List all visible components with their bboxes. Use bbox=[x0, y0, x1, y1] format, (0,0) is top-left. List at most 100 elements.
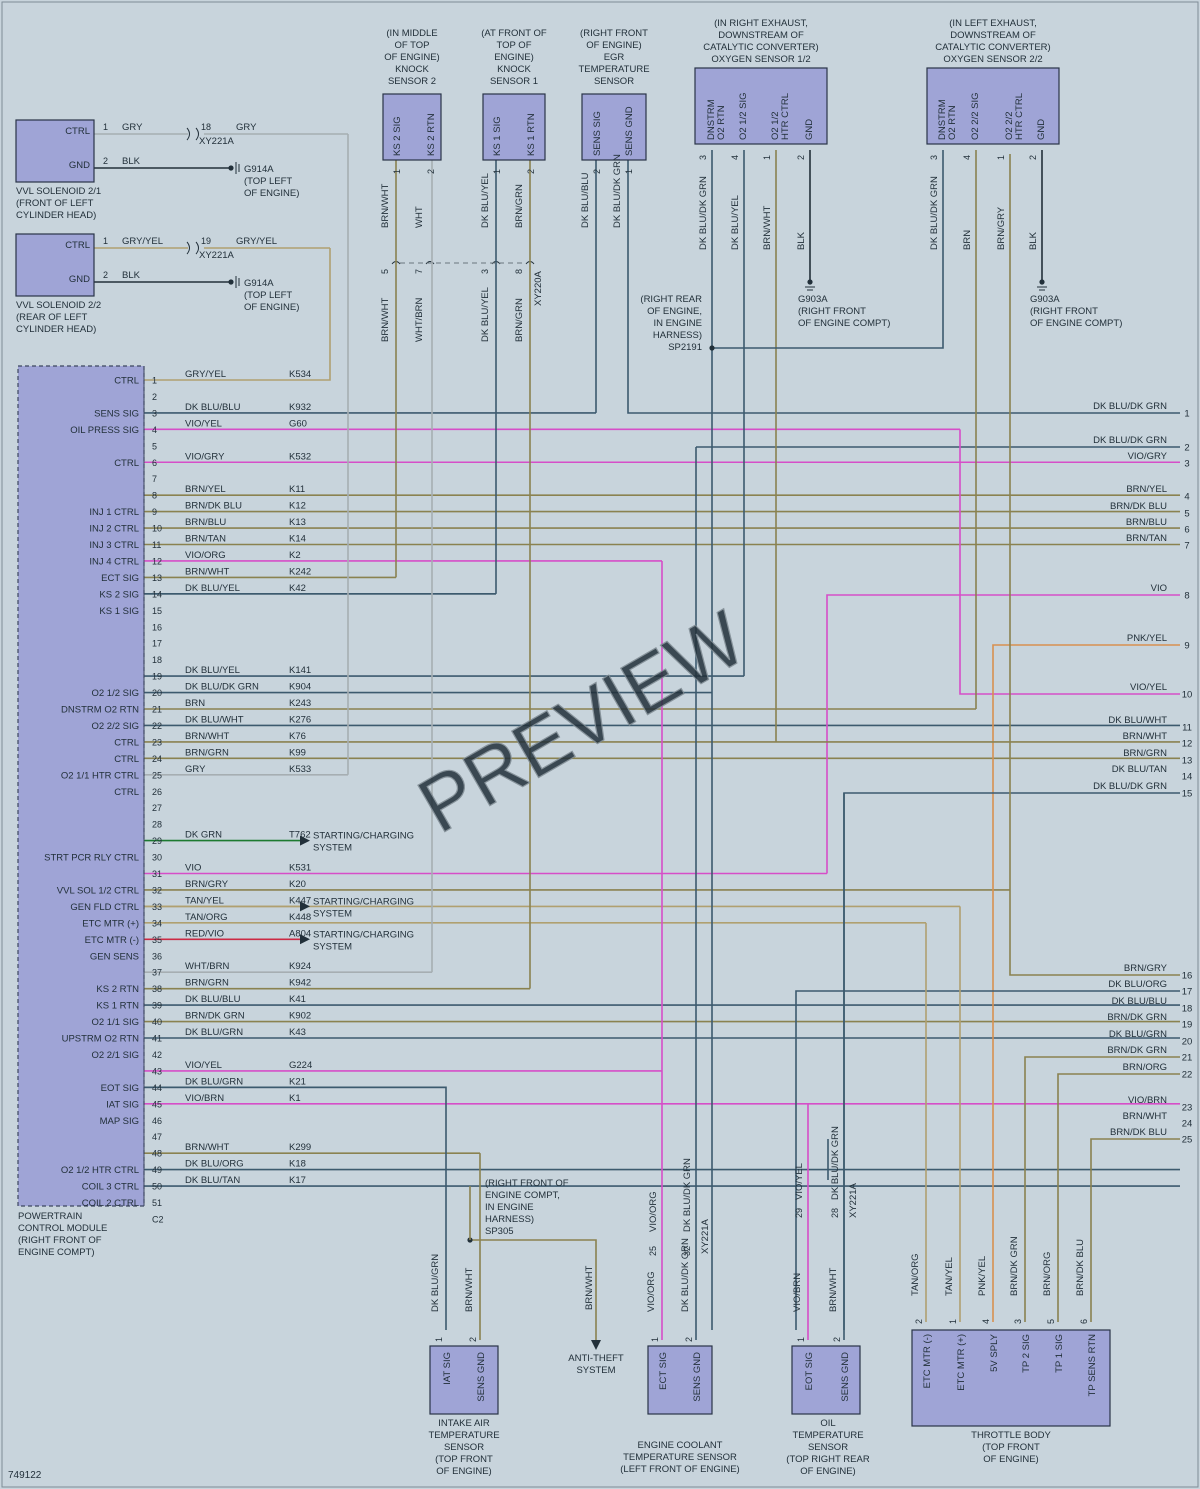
right-wire-color: BRN/DK BLU bbox=[1110, 1127, 1167, 1138]
right-wire-color: DK BLU/BLU bbox=[1112, 996, 1168, 1007]
throttle-pin-function: TP 2 SIG bbox=[1021, 1334, 1032, 1373]
vvl2-conn-pin: 19 bbox=[201, 236, 211, 246]
pcm-wire-color: DK BLU/TAN bbox=[185, 1175, 240, 1186]
pcm-pin-function: STRT PCR RLY CTRL bbox=[44, 853, 139, 864]
pcm-circuit-id: K1 bbox=[289, 1093, 301, 1104]
pcm-pin-function: DNSTRM O2 RTN bbox=[61, 705, 139, 716]
pcm-wire-color: RED/VIO bbox=[185, 928, 224, 939]
pcm-pin-number: 38 bbox=[152, 984, 162, 994]
o2-12-wire-color: BRN/WHT bbox=[762, 205, 773, 250]
pcm-connector-id: C2 bbox=[152, 1214, 164, 1224]
ect-name: (LEFT FRONT OF ENGINE) bbox=[620, 1464, 739, 1475]
o2-12-wire-color: DK BLU/YEL bbox=[730, 195, 741, 250]
vvl2-to-pcm bbox=[144, 248, 331, 381]
pcm-circuit-id: G224 bbox=[289, 1060, 312, 1071]
right-wire-color: DK BLU/DK GRN bbox=[1093, 435, 1167, 446]
o2-12-ground-label: G903A bbox=[798, 294, 828, 305]
egr-name: SENSOR bbox=[594, 76, 634, 87]
sp305-label: ENGINE COMPT, bbox=[485, 1190, 560, 1201]
o2-22-ground-dot bbox=[1039, 279, 1045, 285]
ks1-pin-function: KS 1 SIG bbox=[492, 116, 503, 156]
ks-connector-pin: 5 bbox=[380, 269, 390, 274]
pcm-pin-function: INJ 2 CTRL bbox=[89, 524, 139, 535]
iat-pin-number: 2 bbox=[468, 1337, 478, 1342]
right-connector-pin: 5 bbox=[1184, 509, 1189, 520]
pcm-pin-number: 33 bbox=[152, 902, 162, 912]
throttle-pin-number: 2 bbox=[914, 1319, 924, 1324]
pcm-wire-color: DK BLU/BLU bbox=[185, 994, 241, 1005]
vvl1-pin-number: 2 bbox=[103, 156, 108, 166]
vvl2-ground-dot bbox=[228, 279, 234, 285]
pcm-pin-function: O2 2/2 SIG bbox=[91, 721, 139, 732]
pcm-pin-function: INJ 3 CTRL bbox=[89, 540, 139, 551]
pcm-wire-color: VIO bbox=[185, 863, 201, 874]
pcm-circuit-id: K534 bbox=[289, 369, 311, 380]
right-connector-pin: 19 bbox=[1182, 1020, 1193, 1031]
ect-conn-pin: 32 bbox=[682, 1246, 692, 1256]
vvl1-name: CYLINDER HEAD) bbox=[16, 210, 96, 221]
vvl2-box bbox=[15, 233, 95, 297]
pcm-wire-color: BRN/WHT bbox=[185, 566, 230, 577]
pcm-wire-color: DK BLU/YEL bbox=[185, 665, 240, 676]
pcm-circuit-id: K942 bbox=[289, 978, 311, 989]
right-wire-color: DK BLU/ORG bbox=[1108, 979, 1167, 990]
vvl2-pin-function: CTRL bbox=[65, 240, 90, 251]
vvl1-conn-color: GRY bbox=[236, 122, 257, 133]
right-connector-pin: 2 bbox=[1184, 443, 1189, 454]
pcm-circuit-id: K299 bbox=[289, 1142, 311, 1153]
pcm-pin-number: 32 bbox=[152, 885, 162, 895]
pcm-pin-number: 40 bbox=[152, 1017, 162, 1027]
right-connector-pin: 21 bbox=[1182, 1053, 1193, 1064]
egr-pin-function: SENS SIG bbox=[592, 111, 603, 156]
anti-theft-label: ANTI-THEFT bbox=[568, 1353, 624, 1364]
ks1-wire-color: DK BLU/YEL bbox=[480, 173, 491, 228]
pcm-pin-number: 23 bbox=[152, 737, 162, 747]
sp2191-label: SP2191 bbox=[668, 342, 702, 353]
pcm-pin-function: VVL SOL 1/2 CTRL bbox=[57, 885, 139, 896]
right-connector-pin: 16 bbox=[1182, 971, 1193, 982]
o2-12-ground-dot bbox=[807, 279, 813, 285]
pcm-wire-color: VIO/YEL bbox=[185, 1060, 222, 1071]
o2-22-pin-function: O2 RTN bbox=[947, 105, 958, 140]
eot-upper-wire-color: DK BLU/DK GRN bbox=[830, 1126, 841, 1200]
ks-lower-wire-color: WHT/BRN bbox=[414, 298, 425, 342]
pcm-pin-function: INJ 4 CTRL bbox=[89, 556, 139, 567]
egr-name: OF ENGINE) bbox=[586, 40, 641, 51]
ks2-name: (IN MIDDLE bbox=[386, 28, 437, 39]
pcm-pin-function: KS 1 RTN bbox=[96, 1001, 139, 1012]
wire-right-17 bbox=[795, 990, 1180, 1330]
throttle-pin-number: 1 bbox=[948, 1319, 958, 1324]
right-connector-pin: 23 bbox=[1182, 1103, 1193, 1114]
o2-22-ground-label: G903A bbox=[1030, 294, 1060, 305]
pcm-wire-color: GRY/YEL bbox=[185, 369, 226, 380]
vvl2-wire-color: GRY/YEL bbox=[122, 236, 163, 247]
starting-charging-3-arrow bbox=[300, 934, 310, 945]
right-connector-pin: 25 bbox=[1182, 1135, 1193, 1146]
pcm-circuit-id: K43 bbox=[289, 1027, 306, 1038]
right-wire-color: VIO/GRY bbox=[1128, 451, 1168, 462]
ks2-name: OF TOP bbox=[394, 40, 429, 51]
eot-conn-pin: 28 bbox=[830, 1208, 840, 1218]
ks2-wire-color: WHT bbox=[414, 206, 425, 228]
eot-pin-function: EOT SIG bbox=[804, 1352, 815, 1390]
anti-theft-wire bbox=[470, 1239, 597, 1340]
ks1-name: (AT FRONT OF bbox=[481, 28, 547, 39]
throttle-pin-number: 6 bbox=[1079, 1319, 1089, 1324]
vvl1-connector bbox=[186, 127, 199, 141]
pcm-circuit-id: K11 bbox=[289, 484, 305, 495]
pcm-wire-color: DK BLU/YEL bbox=[185, 583, 240, 594]
pcm-pin-number: 44 bbox=[152, 1083, 162, 1093]
pcm-pin-function: GEN SENS bbox=[90, 951, 139, 962]
pcm-pin-function: KS 2 SIG bbox=[99, 589, 139, 600]
right-connector-pin: 9 bbox=[1184, 641, 1189, 652]
pcm-wire-color: BRN/GRN bbox=[185, 978, 229, 989]
pcm-circuit-id: K276 bbox=[289, 714, 311, 725]
eot-box bbox=[791, 1345, 861, 1415]
pcm-wire-color: BRN/WHT bbox=[185, 1142, 230, 1153]
o2-22-box bbox=[926, 67, 1060, 145]
right-wire-color: BRN/BLU bbox=[1126, 517, 1167, 528]
pcm-circuit-id: K243 bbox=[289, 698, 311, 709]
right-connector-pin: 15 bbox=[1182, 789, 1193, 800]
pcm-name: CONTROL MODULE bbox=[18, 1223, 107, 1234]
